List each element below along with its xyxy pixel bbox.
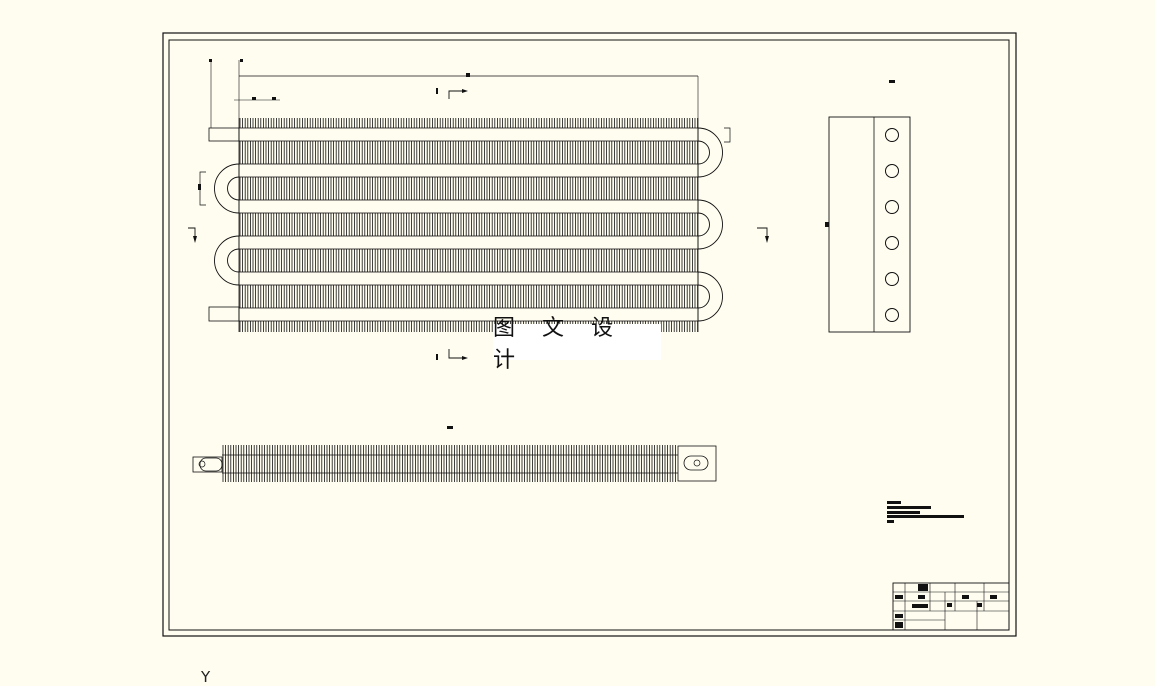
tube-row: [238, 271, 699, 286]
tube-hole: [885, 236, 899, 250]
tube-row: [238, 127, 699, 142]
front-view: [188, 59, 769, 360]
tube-row: [238, 235, 699, 250]
fin-band: [239, 285, 698, 308]
tube-hole: [885, 308, 899, 322]
fin-band: [239, 177, 698, 200]
fin-band: [239, 118, 698, 128]
tube-row: [238, 163, 699, 178]
bottom-view: [192, 426, 717, 482]
sheet-outer-border: [162, 32, 1017, 637]
title-block: [892, 582, 1010, 631]
watermark: 图 文 设 计: [493, 316, 661, 373]
tube-hole: [885, 272, 899, 286]
tube-hole: [885, 128, 899, 142]
technical-notes: [887, 501, 964, 523]
bottom-fin-band: [222, 445, 676, 482]
tube-hole: [885, 200, 899, 214]
sheet-inner-border: [168, 39, 1010, 631]
fin-band: [239, 249, 698, 272]
tube-row: [238, 199, 699, 214]
fin-band: [239, 213, 698, 236]
inlet-tube: [208, 127, 240, 142]
fin-band: [239, 141, 698, 164]
tube-hole: [885, 164, 899, 178]
ucs-y-axis-label: Y: [201, 668, 211, 686]
outlet-tube: [208, 306, 240, 322]
side-view: [825, 80, 911, 333]
